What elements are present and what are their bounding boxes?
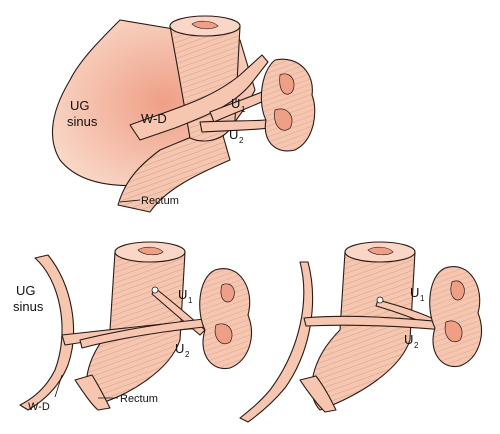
- label-ug-left-1: UG: [16, 283, 36, 298]
- wolffian-duct-top: [129, 54, 269, 141]
- bottom-left-panel: UG sinus U 1 U 2 W-D Rectum: [13, 241, 252, 413]
- label-u1-right: U: [410, 285, 419, 300]
- label-ug-left-2: sinus: [13, 299, 44, 314]
- label-u2-left: U: [175, 341, 184, 356]
- label-u1-top: U: [231, 96, 240, 111]
- label-wd-left: W-D: [28, 401, 50, 413]
- label-ug-top-2: sinus: [67, 114, 98, 129]
- label-u1-left-sub: 1: [188, 296, 193, 305]
- label-u1-left: U: [178, 287, 187, 302]
- label-u2-top-sub: 2: [239, 136, 244, 145]
- label-u2-right: U: [404, 332, 413, 347]
- label-u2-top: U: [229, 127, 238, 142]
- label-u2-right-sub: 2: [414, 341, 419, 350]
- label-rectum-left: Rectum: [120, 393, 158, 405]
- label-ug-top-1: UG: [70, 98, 90, 113]
- label-u2-left-sub: 2: [185, 350, 190, 359]
- bottom-right-panel: U 1 U 2: [239, 241, 482, 423]
- label-u1-right-sub: 1: [420, 294, 425, 303]
- ug-sinus-right: [239, 261, 314, 423]
- ug-sinus-left: [19, 254, 75, 411]
- label-wd-top: W-D: [141, 111, 167, 126]
- top-panel: UG sinus W-D U 1 U 2 Rectum: [52, 15, 316, 213]
- label-rectum-top: Rectum: [141, 195, 179, 207]
- label-u1-top-sub: 1: [241, 105, 246, 114]
